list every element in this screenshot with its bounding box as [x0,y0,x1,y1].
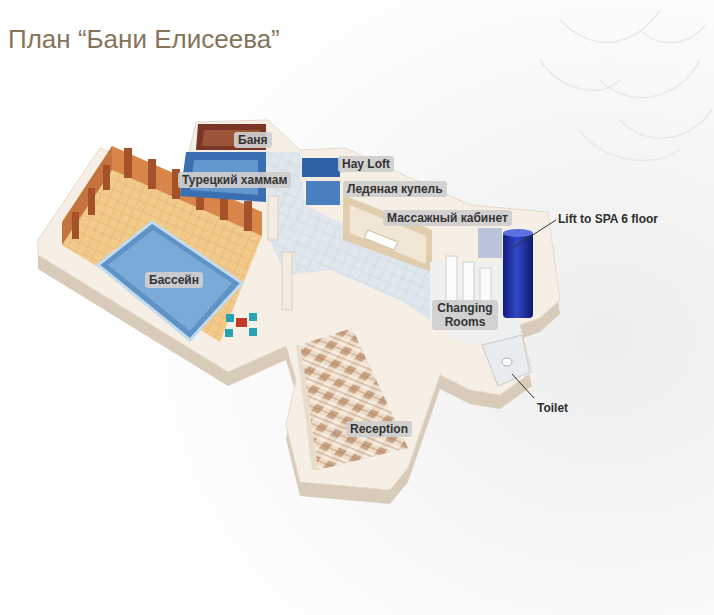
partition [282,252,292,310]
pool-furniture [225,313,257,337]
toilet-room [482,335,530,386]
lift-glass [478,228,502,258]
massage-bed [364,230,398,250]
ornament [540,10,712,160]
pool-room-wall [62,146,112,245]
lift-top [503,229,533,237]
leader-line [514,220,556,247]
partition [300,177,342,181]
hay-loft-room [302,158,340,178]
partition [268,196,278,240]
page-title: План “Бани Елисеева” [8,24,280,55]
room-label: Бассейн [145,272,203,288]
ice-plunge-room [306,181,340,205]
room-label: Reception [346,421,412,437]
room-label: Ледяная купель [343,181,447,197]
pool-water [108,230,232,331]
reception-wall [296,345,318,470]
reception-floor [300,328,408,470]
outer-wall [38,120,560,490]
room-label: Changing Rooms [432,300,498,330]
toilet-bowl [502,358,512,366]
room-label: Баня [234,132,272,148]
callout-label: Toilet [537,401,568,415]
massage-room [343,195,432,272]
pool [98,222,242,340]
room-label: Hay Loft [338,156,394,172]
leader-line [512,374,534,398]
room-label: Массажный кабинет [383,210,512,226]
callout-label: Lift to SPA 6 floor [558,212,658,226]
room-label: Турецкий хаммам [178,172,291,188]
